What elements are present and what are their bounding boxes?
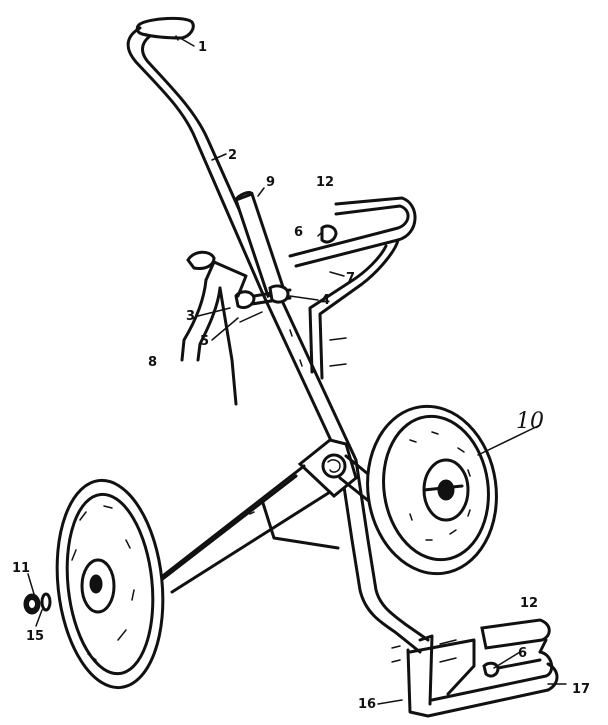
part-labels: 1 2 9 12 6 7 4 3 5 8 10 11 15 12 6 17 16 bbox=[12, 40, 590, 712]
label-part-4: 4 bbox=[321, 293, 330, 308]
label-part-10: 10 bbox=[516, 409, 544, 434]
label-part-11: 11 bbox=[12, 561, 30, 576]
label-part-9: 9 bbox=[266, 175, 275, 190]
axle-washer-nut bbox=[23, 592, 52, 615]
handle-grip bbox=[135, 16, 195, 41]
upper-bag-bracket bbox=[288, 196, 417, 380]
left-wheel-arm bbox=[154, 464, 340, 594]
label-part-6-lower: 6 bbox=[518, 646, 527, 661]
lower-column bbox=[260, 290, 430, 654]
label-part-16: 16 bbox=[358, 697, 376, 712]
lower-left-bracket bbox=[180, 250, 248, 406]
left-wheel bbox=[55, 478, 165, 690]
label-part-3: 3 bbox=[186, 309, 195, 324]
label-part-2: 2 bbox=[228, 148, 237, 163]
label-part-12-upper: 12 bbox=[316, 175, 334, 190]
clamp-assembly bbox=[234, 284, 292, 323]
right-wheel bbox=[366, 404, 498, 576]
label-part-1: 1 bbox=[198, 40, 207, 55]
label-part-17: 17 bbox=[572, 682, 590, 697]
label-part-8: 8 bbox=[148, 355, 157, 370]
lower-foot-bracket bbox=[377, 618, 559, 718]
frame-hub bbox=[297, 438, 358, 498]
label-part-7: 7 bbox=[346, 271, 355, 286]
label-part-15: 15 bbox=[26, 629, 44, 644]
handle-tube bbox=[126, 26, 278, 294]
label-part-6-upper: 6 bbox=[294, 225, 303, 240]
label-part-5: 5 bbox=[200, 334, 209, 349]
leader-lines bbox=[27, 37, 567, 685]
label-part-12-lower: 12 bbox=[520, 596, 538, 611]
